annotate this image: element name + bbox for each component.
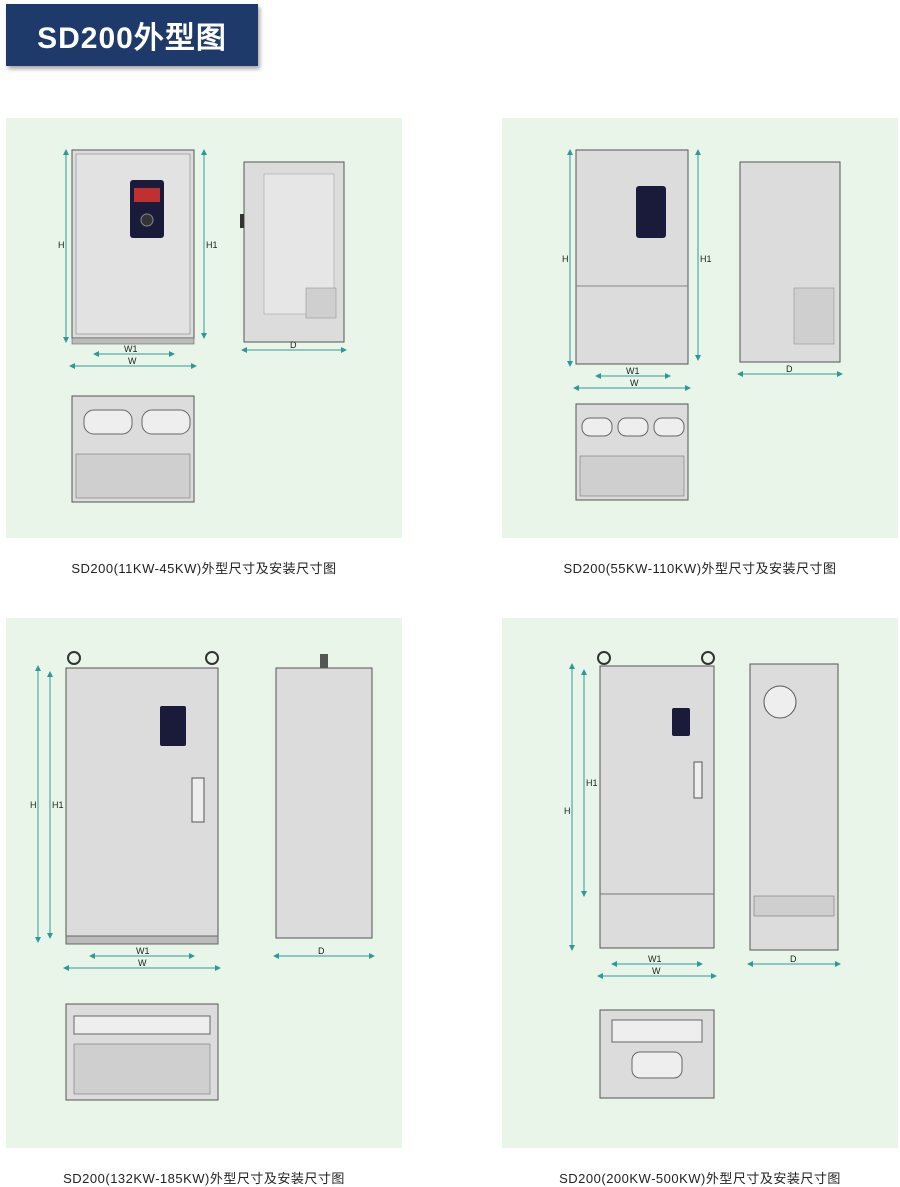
- caption-11-45kw: SD200(11KW-45KW)外型尺寸及安装尺寸图: [71, 561, 337, 576]
- dim-h1-label: H1: [52, 800, 64, 810]
- caption-55-110kw: SD200(55KW-110KW)外型尺寸及安装尺寸图: [563, 561, 837, 576]
- caption-132-185kw: SD200(132KW-185KW)外型尺寸及安装尺寸图: [63, 1171, 345, 1186]
- keypad-icon: [672, 708, 690, 736]
- bottom-view: [71, 395, 195, 503]
- dim-d-label: D: [790, 954, 797, 964]
- dim-h1-label: H1: [206, 240, 218, 250]
- page-title: SD200外型图: [6, 4, 258, 66]
- dim-w-label: W: [128, 356, 137, 366]
- side-view: [275, 654, 373, 939]
- dim-d-label: D: [786, 364, 793, 374]
- dim-w-label: W: [630, 378, 639, 388]
- drawing-panel-132-185kw: H H1 W1 W D: [6, 618, 402, 1148]
- dim-h1-label: H1: [700, 254, 712, 264]
- dim-d-label: D: [318, 946, 325, 956]
- front-view: [597, 651, 715, 949]
- front-view: [65, 651, 219, 945]
- bottom-view: [575, 403, 689, 501]
- drawing-132-185kw: H H1 W1 W D: [30, 651, 375, 1101]
- side-view: [240, 161, 345, 343]
- side-view: [739, 161, 841, 363]
- dim-h-label: H: [58, 240, 65, 250]
- dim-w1-label: W1: [626, 366, 640, 376]
- front-view: [71, 149, 195, 345]
- drawing-panel-11-45kw: H H1 W1 W D: [6, 118, 402, 538]
- side-view: [749, 663, 839, 951]
- drawing-panel-55-110kw: H H1 W1 W D: [502, 118, 898, 538]
- dim-h-label: H: [30, 800, 37, 810]
- drawing-11-45kw: H H1 W1 W D: [58, 149, 347, 503]
- door-handle-icon: [693, 761, 703, 799]
- dim-w1-label: W1: [124, 344, 138, 354]
- fan-icon: [763, 685, 797, 719]
- dim-w-label: W: [138, 958, 147, 968]
- dim-w1-label: W1: [136, 946, 150, 956]
- keypad-icon: [160, 706, 186, 746]
- dim-h1-label: H1: [586, 778, 598, 788]
- bottom-view: [599, 1009, 715, 1099]
- dim-h-label: H: [564, 806, 571, 816]
- dim-h-label: H: [562, 254, 569, 264]
- bottom-view: [65, 1003, 219, 1101]
- drawing-55-110kw: H H1 W1 W D: [562, 149, 843, 501]
- drawing-panel-200-500kw: H H1 W1 W D: [502, 618, 898, 1148]
- dim-d-label: D: [290, 340, 297, 350]
- dim-w-label: W: [652, 966, 661, 976]
- drawing-200-500kw: H H1 W1 W D: [564, 651, 841, 1099]
- door-handle-icon: [191, 777, 205, 823]
- keypad-icon: [636, 186, 666, 238]
- dim-w1-label: W1: [648, 954, 662, 964]
- front-view: [575, 149, 689, 365]
- caption-200-500kw: SD200(200KW-500KW)外型尺寸及安装尺寸图: [559, 1171, 841, 1186]
